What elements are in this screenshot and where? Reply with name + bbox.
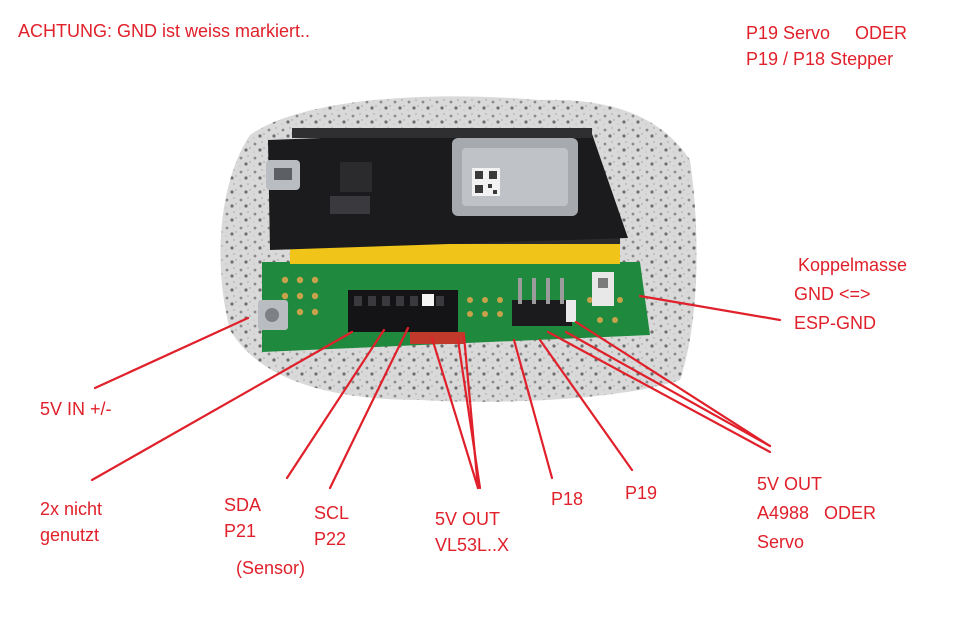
leader-scl: [328, 326, 410, 490]
top-right-note: P19 Servo ODER P19 / P18 Stepper: [746, 20, 907, 72]
leader-power-in: [93, 316, 250, 390]
callout-sda-line-2: P21: [224, 521, 257, 541]
usb-chip: [340, 162, 372, 192]
gnd-marker: [422, 294, 434, 306]
coupling-jumper: [592, 272, 614, 306]
leader-vl53-c: [462, 334, 480, 490]
callout-p19: P19: [625, 480, 657, 506]
gnd-white-pin: [566, 300, 576, 322]
callout-sensor-line-1: (Sensor): [236, 558, 306, 578]
callout-unused-line-1: 2x nicht: [40, 499, 103, 519]
leader-p18: [512, 338, 554, 480]
callout-sda-line-1: SDA: [224, 495, 262, 515]
leader-a4988-c: [574, 320, 772, 448]
callout-a4988-line-1: 5V OUT: [757, 474, 823, 494]
leader-a4988-a: [546, 330, 772, 454]
callout-koppelmasse-line-1: Koppelmasse: [798, 255, 908, 275]
callout-vl53-line-2: VL53L..X: [435, 535, 510, 555]
leader-a4988-b: [564, 330, 772, 448]
callout-unused: 2x nicht genutzt: [40, 496, 102, 548]
smd-parts: [410, 332, 465, 344]
callout-unused-line-2: genutzt: [40, 525, 100, 545]
regulator: [330, 196, 370, 214]
callout-sensor: (Sensor): [236, 555, 305, 581]
callout-p18: P18: [551, 486, 583, 512]
male-pin-headers: [512, 278, 572, 326]
callout-p18-line-1: P18: [551, 489, 584, 509]
warning-label: ACHTUNG: GND ist weiss markiert..: [18, 21, 311, 41]
leader-p19: [538, 338, 634, 472]
callout-power-in-line-1: 5V IN +/-: [40, 399, 112, 419]
callout-a4988-line-3: Servo: [757, 532, 805, 552]
leader-koppelmasse: [638, 294, 782, 322]
callout-scl-line-2: P22: [314, 529, 347, 549]
callout-p19-line-1: P19: [625, 483, 658, 503]
callout-vl53-out: 5V OUT VL53L..X: [435, 506, 509, 558]
callout-scl: SCL P22: [314, 500, 349, 552]
esp32-header-pins: [292, 128, 592, 138]
callout-koppelmasse-line-2: GND <=>: [794, 284, 871, 304]
leader-vl53-a: [430, 336, 480, 490]
qr-code-icon: [472, 168, 500, 196]
leader-sda: [285, 328, 386, 480]
leader-unused: [90, 330, 354, 482]
callout-vl53-line-1: 5V OUT: [435, 509, 501, 529]
callout-a4988-line-2: A4988 ODER: [757, 503, 877, 523]
top-right-line-1: P19 Servo ODER: [746, 23, 908, 43]
callout-scl-line-1: SCL: [314, 503, 350, 523]
callout-sda: SDA P21: [224, 492, 261, 544]
callout-koppelmasse-line-3: ESP-GND: [794, 313, 877, 333]
callout-power-in: 5V IN +/-: [40, 396, 112, 422]
top-right-line-2: P19 / P18 Stepper: [746, 49, 894, 69]
callout-a4988-out: 5V OUT A4988 ODER Servo: [757, 470, 876, 557]
callout-koppelmasse: Koppelmasse GND <=> ESP-GND: [794, 251, 908, 338]
